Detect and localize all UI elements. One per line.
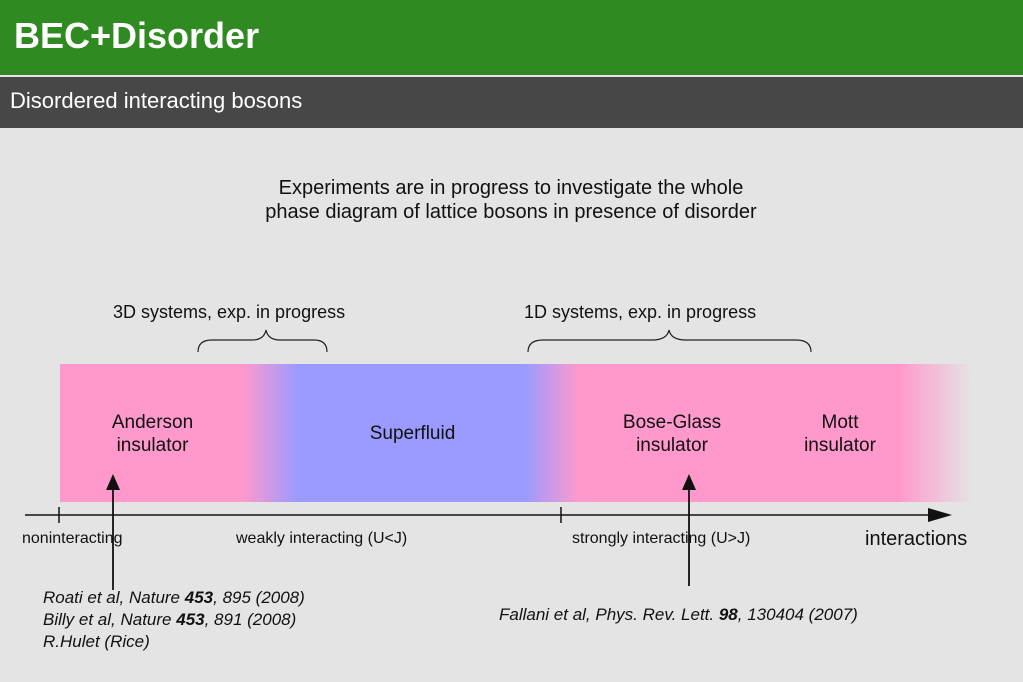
reference-hulet: R.Hulet (Rice) [43,632,150,652]
reference-list-left: Roati et al, Nature 453, 895 (2008) Bill… [43,587,305,653]
title-bar: BEC+Disorder [0,0,1023,75]
pointer-bose-glass-head [682,474,696,490]
intro-text: Experiments are in progress to investiga… [150,176,872,224]
phase-label-mott: Mott insulator [804,412,876,456]
brace-3d [197,329,328,353]
axis-label-noninteracting: noninteracting [22,530,123,547]
subtitle-bar: Disordered interacting bosons [0,77,1023,128]
group-label-1d: 1D systems, exp. in progress [524,302,757,322]
intro-line-1: Experiments are in progress to investiga… [278,177,744,199]
axis-label-interactions: interactions [865,528,968,550]
pointer-anderson-head [106,474,120,490]
axis-label-weakly: weakly interacting (U<J) [236,530,408,547]
brace-1d [527,329,812,353]
slide-subtitle: Disordered interacting bosons [10,88,303,113]
reference-roati: Roati et al, Nature 453, 895 (2008) [43,588,305,607]
phase-label-superfluid: Superfluid [369,423,456,444]
slide-title: BEC+Disorder [14,15,260,56]
axis-label-strongly: strongly interacting (U>J) [572,530,751,547]
phase-band [60,364,972,502]
intro-line-2: phase diagram of lattice bosons in prese… [265,201,757,223]
group-label-3d: 3D systems, exp. in progress [113,302,346,322]
axis-arrowhead [928,508,952,522]
phase-label-bose-glass: Bose-Glass insulator [622,412,722,456]
reference-fallani: Fallani et al, Phys. Rev. Lett. 98, 1304… [499,605,858,624]
reference-billy: Billy et al, Nature 453, 891 (2008) [43,610,297,630]
phase-label-anderson: Anderson insulator [111,412,194,456]
